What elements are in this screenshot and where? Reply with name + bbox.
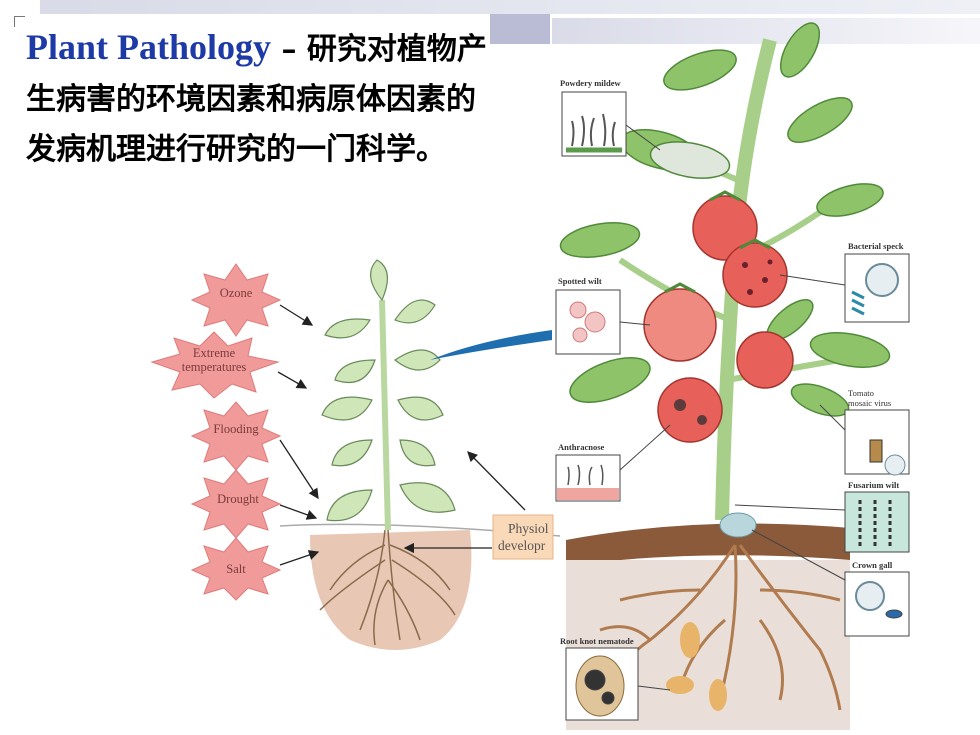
slide-title: Plant Pathology – 研究对植物产生病害的环境因素和病原体因素的发… [26,22,496,175]
title-dash: – [271,32,307,67]
inset-fusarium-wilt [844,491,910,553]
tomato-fruits [643,195,794,443]
disease-insets [555,91,910,721]
anthracnose-spots [674,399,707,425]
label-anthracnose: Anthracnose [558,442,605,452]
label-salt: Salt [226,562,246,576]
bacterial-speck-spots [742,259,773,295]
physiology-line1: Physiol [508,521,549,536]
header-deco-bar-right [74,0,980,14]
label-tomato-mosaic-line2: mosaic virus [848,398,891,408]
label-drought: Drought [217,492,259,506]
label-root-knot-nematode: Root knot nematode [560,636,634,646]
label-extreme: Extreme [193,346,236,360]
label-tomato-mosaic-line1: Tomato [848,388,874,398]
stress-labels: Ozone Extreme temperatures Flooding Drou… [182,286,260,576]
label-flooding: Flooding [213,422,259,436]
tomato-sepals [664,190,771,294]
header-deco-strip [490,14,550,44]
root-zone [310,530,472,650]
label-spotted-wilt: Spotted wilt [558,276,602,286]
left-plant-roots [319,529,456,646]
title-chinese: 研究对植物产生病害的环境因素和病原体因素的发病机理进行研究的一门科学。 [26,32,487,167]
header-deco-bar-left [40,0,74,14]
left-plant-leaves [321,259,456,522]
left-plant-stem [379,299,391,531]
label-powdery-mildew: Powdery mildew [560,78,622,88]
tomato-roots [598,544,842,711]
label-ozone: Ozone [220,286,253,300]
nematode-gall-1 [680,622,700,658]
stress-arrows [277,304,526,566]
connector-wedge [430,330,552,360]
physiology-box [492,514,554,560]
nematode-gall-2 [666,676,694,694]
label-fusarium-wilt: Fusarium wilt [848,480,899,490]
stress-starbursts [150,263,282,601]
nematode-gall-3 [709,679,727,711]
crown-gall-base [719,512,757,538]
title-english: Plant Pathology [26,27,272,67]
label-crown-gall: Crown gall [852,560,893,570]
label-bacterial-speck: Bacterial speck [848,241,904,251]
physiology-line2: developr [498,538,546,553]
inset-powdery-mildew [561,91,627,157]
disease-labels: Powdery mildew Spotted wilt Anthracnose … [558,78,904,646]
corner-mark [14,16,25,27]
mildew-leaf [649,141,731,179]
soil-surface [566,523,850,566]
label-temperatures: temperatures [182,360,247,374]
